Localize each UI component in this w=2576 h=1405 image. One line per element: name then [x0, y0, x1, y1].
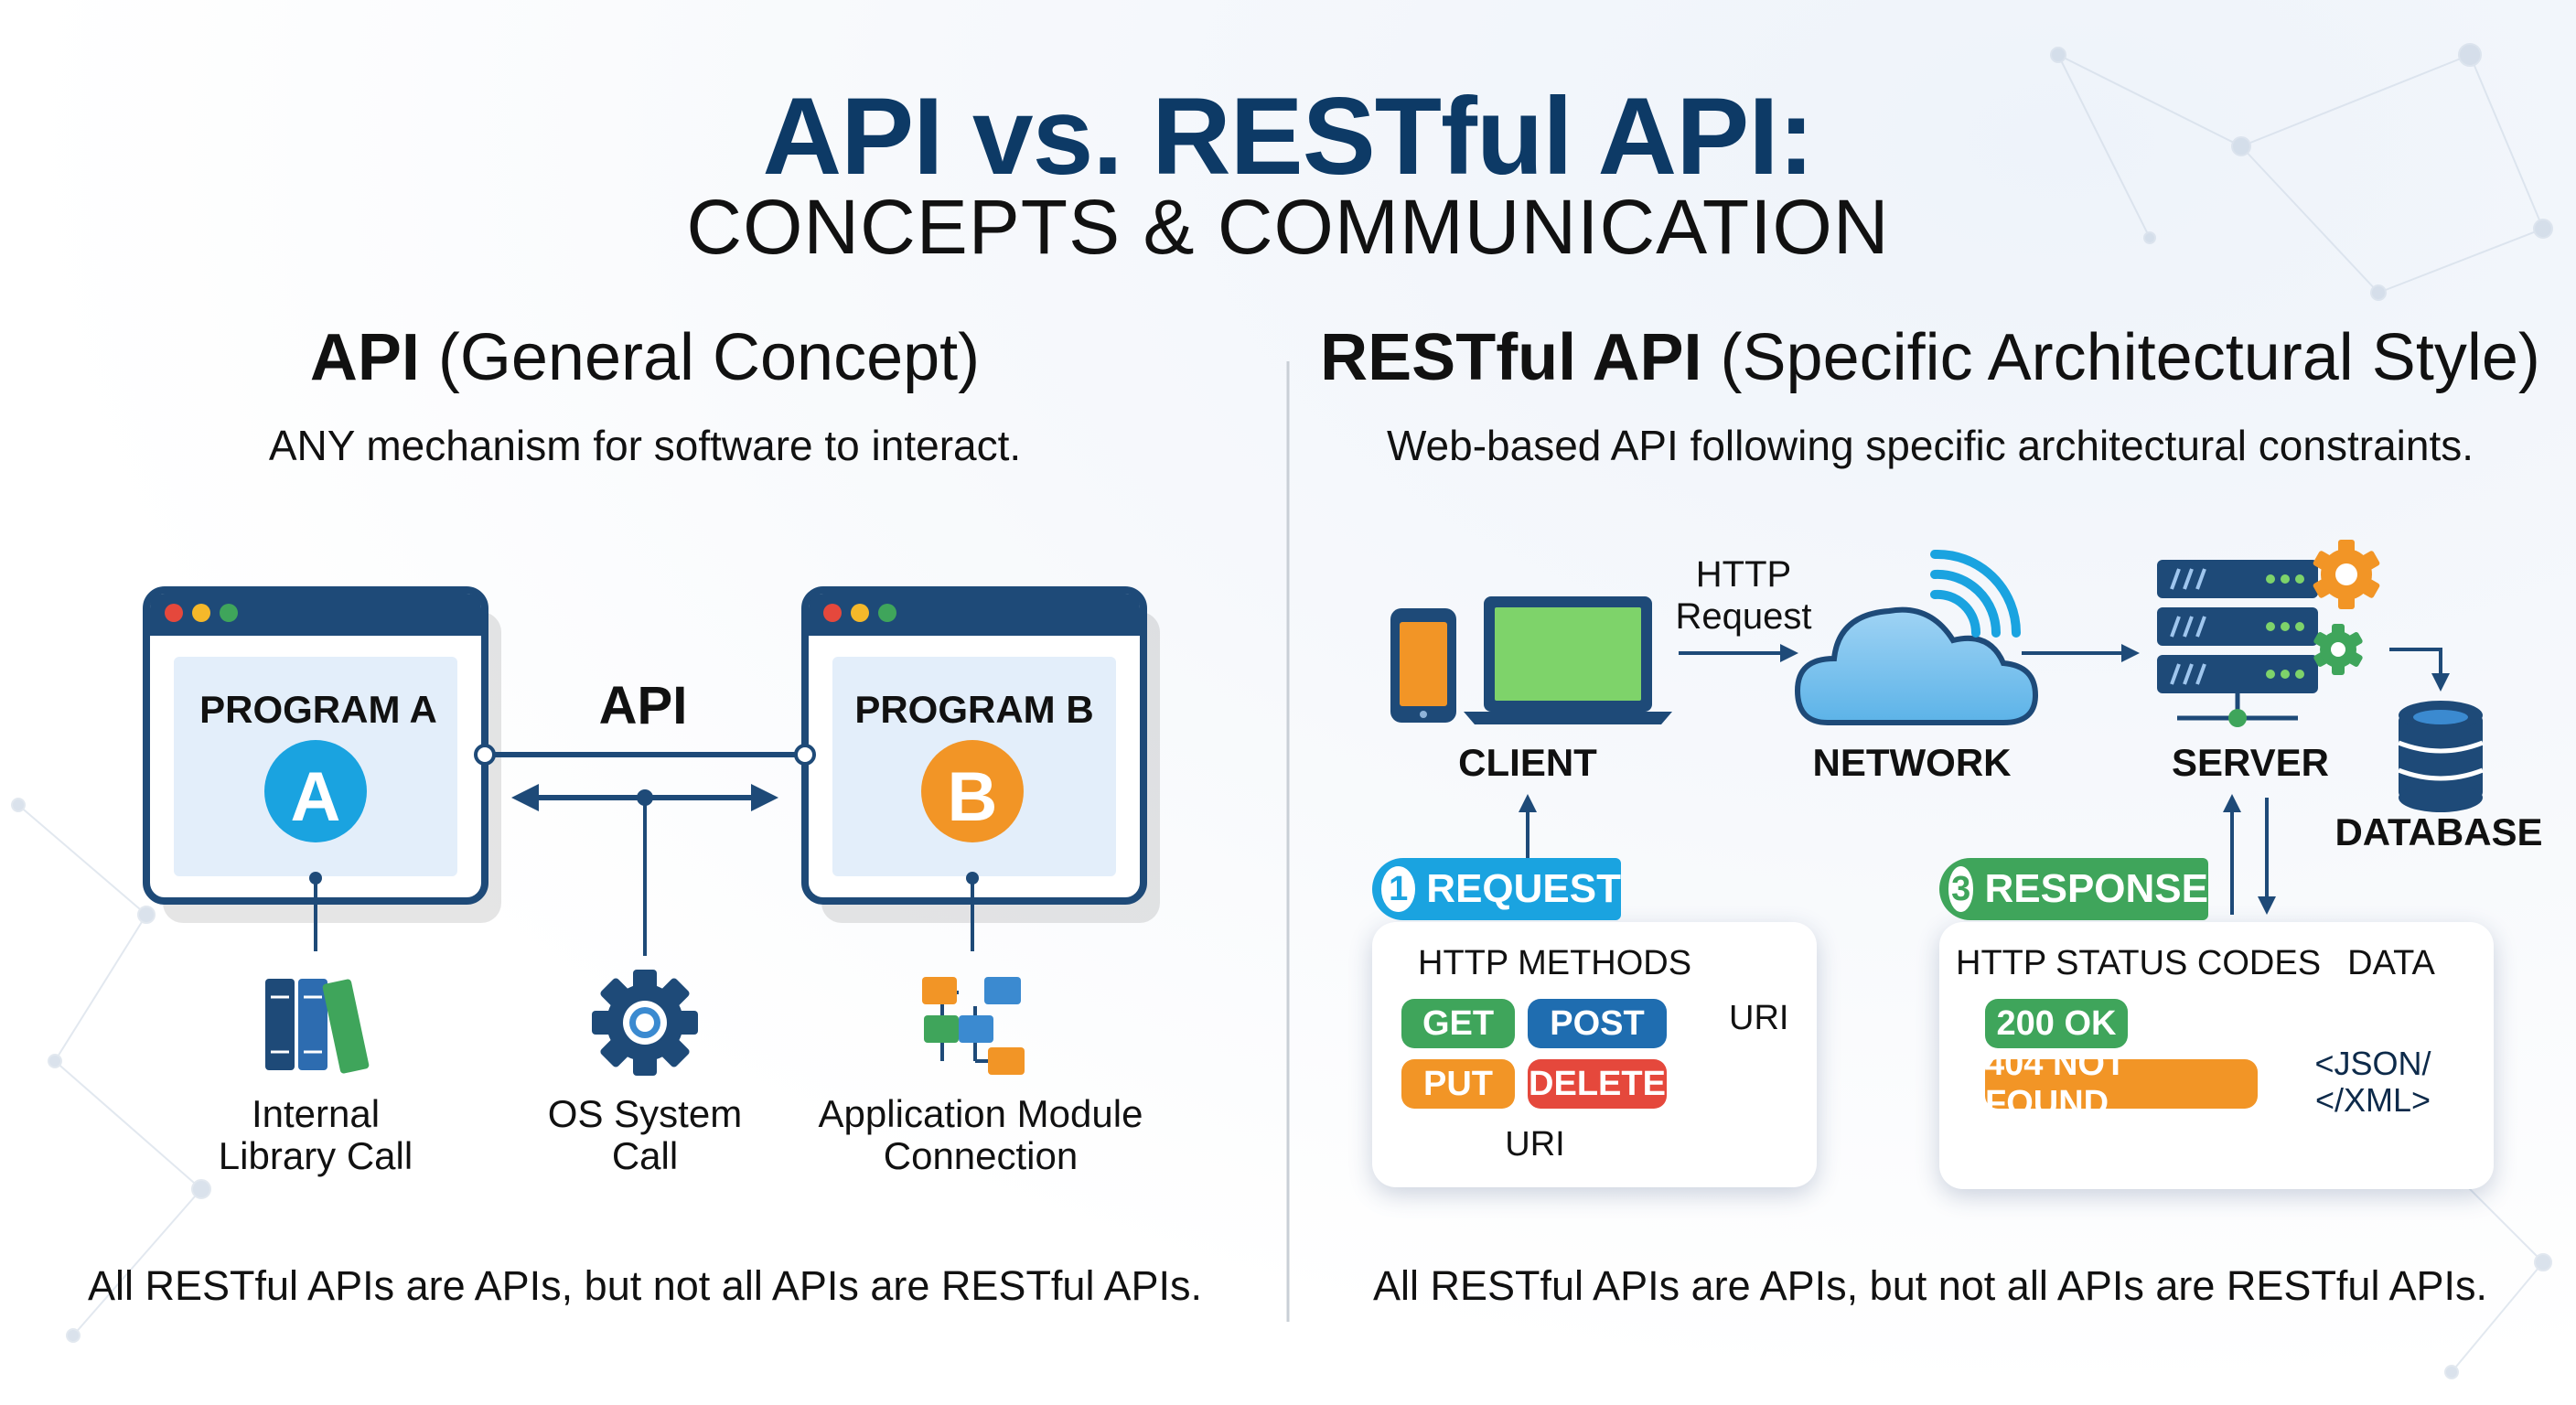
internal-library-call-label: Internal Library Call — [218, 1092, 413, 1177]
server-label: SERVER — [2172, 741, 2329, 784]
method-put-pill: PUT — [1401, 1059, 1515, 1109]
wifi-icon — [1930, 549, 2021, 638]
uri-label-bottom: URI — [1505, 1125, 1565, 1164]
module-tree-icon — [922, 977, 1025, 1075]
os-system-call-label: OS System Call — [547, 1092, 743, 1177]
method-post-pill: POST — [1528, 999, 1667, 1048]
gear-icon — [592, 970, 698, 1076]
http-methods-title: HTTP METHODS — [1418, 944, 1692, 982]
right-heading: RESTful API (Specific Architectural Styl… — [1320, 320, 2540, 395]
response-badge: 3 RESPONSE — [1939, 858, 2208, 920]
http-request-label: HTTP Request — [1675, 554, 1812, 637]
left-footer-note: All RESTful APIs are APIs, but not all A… — [87, 1262, 1203, 1309]
response-step-number: 3 — [1948, 866, 1974, 912]
application-module-connection-label: Application Module Connection — [818, 1092, 1143, 1177]
left-description: ANY mechanism for software to interact. — [268, 422, 1022, 469]
right-description: Web-based API following specific archite… — [1386, 422, 2474, 469]
api-connector-label: API — [598, 676, 688, 735]
program-a-label: PROGRAM A — [199, 688, 437, 731]
status-200-pill: 200 OK — [1985, 999, 2128, 1048]
request-badge-label: REQUEST — [1426, 866, 1621, 911]
books-icon — [265, 979, 370, 1074]
network-label: NETWORK — [1812, 741, 2012, 784]
data-format-json: <JSON/ — [2314, 1045, 2431, 1082]
status-404-pill: 404 NOT FOUND — [1985, 1045, 2258, 1122]
method-delete-pill: DELETE — [1528, 1059, 1667, 1109]
data-format-xml: </XML> — [2314, 1081, 2431, 1119]
database-label: DATABASE — [2334, 810, 2543, 853]
uri-label-right: URI — [1729, 999, 1789, 1037]
client-label: CLIENT — [1458, 741, 1597, 784]
page-subtitle: CONCEPTS & COMMUNICATION — [686, 184, 1890, 270]
request-card — [1372, 922, 1817, 1187]
response-card — [1939, 922, 2494, 1189]
right-footer-note: All RESTful APIs are APIs, but not all A… — [1372, 1262, 2488, 1309]
server-gears-icon — [2313, 540, 2380, 675]
program-b-label: PROGRAM B — [854, 688, 1094, 731]
right-heading-rest: (Specific Architectural Style) — [1720, 321, 2540, 394]
method-get-pill: GET — [1401, 999, 1515, 1048]
left-heading-rest: (General Concept) — [437, 321, 981, 394]
program-b-window — [801, 586, 1160, 923]
program-a-window — [143, 586, 501, 923]
data-title: DATA — [2347, 944, 2435, 982]
laptop-icon — [1464, 596, 1672, 724]
server-icon — [2157, 560, 2318, 727]
background-network-pattern — [11, 43, 2553, 1379]
database-icon — [2398, 701, 2484, 812]
cloud-icon — [1794, 606, 2039, 725]
http-status-codes-title: HTTP STATUS CODES — [1956, 944, 2322, 982]
program-a-letter: A — [290, 758, 341, 836]
request-step-number: 1 — [1381, 866, 1416, 912]
program-b-letter: B — [947, 758, 998, 836]
right-heading-bold: RESTful API — [1320, 321, 1702, 394]
request-badge: 1 REQUEST — [1372, 858, 1621, 920]
phone-icon — [1390, 608, 1456, 723]
left-heading-bold: API — [309, 321, 420, 394]
page-title: API vs. RESTful API: — [762, 75, 1814, 198]
left-heading: API (General Concept) — [310, 320, 980, 395]
response-badge-label: RESPONSE — [1984, 866, 2208, 911]
